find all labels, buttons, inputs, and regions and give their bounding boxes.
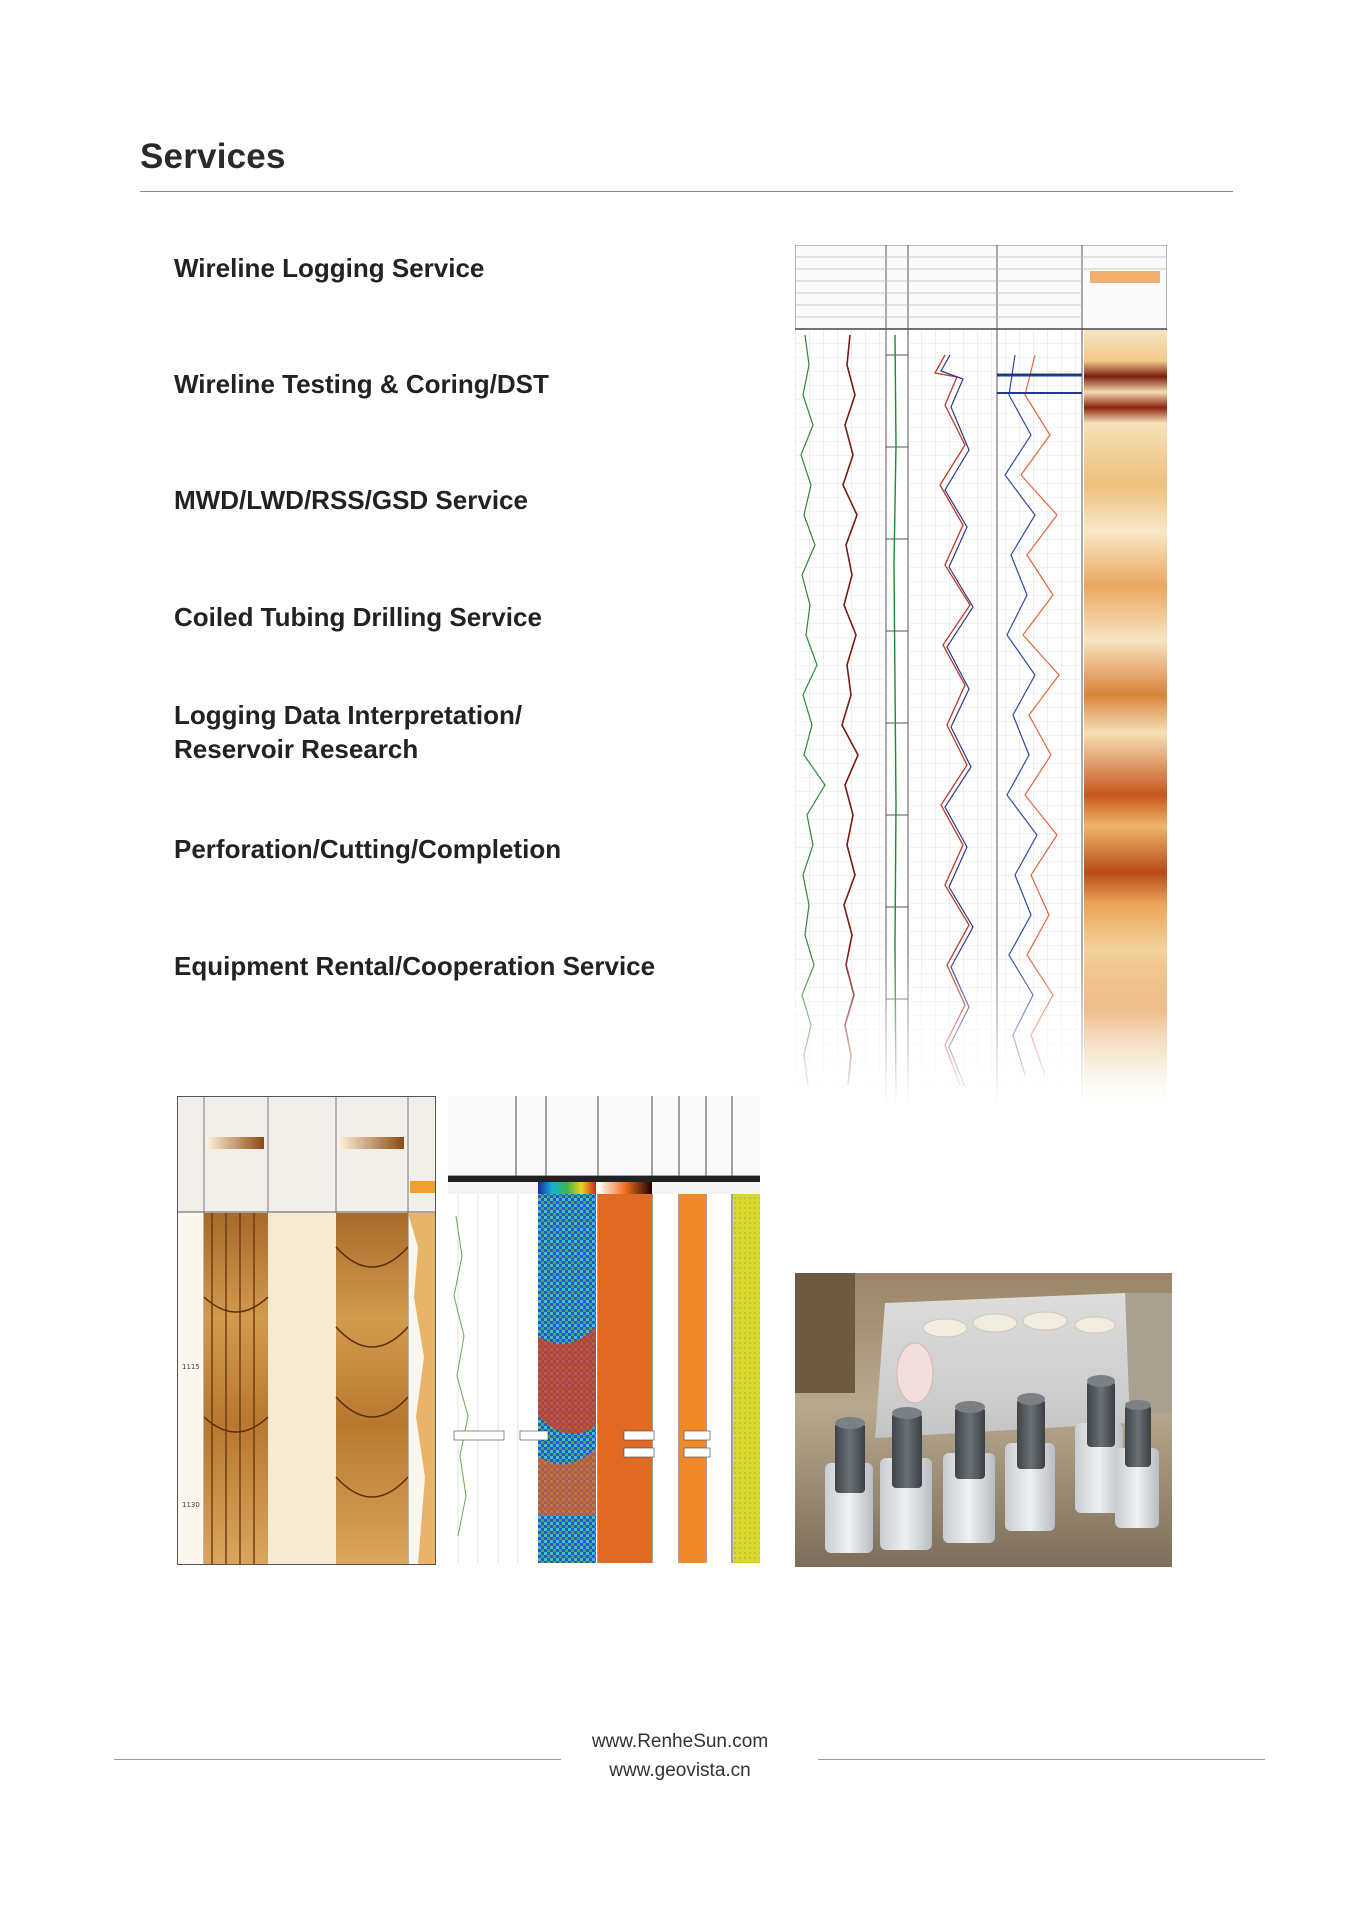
service-label: Wireline Logging Service <box>174 253 485 283</box>
service-item-coiled-tubing: Coiled Tubing Drilling Service <box>174 600 542 634</box>
borehole-image-log: 1115 1130 <box>177 1096 436 1565</box>
service-item-equipment-rental: Equipment Rental/Cooperation Service <box>174 949 655 983</box>
service-label: Coiled Tubing Drilling Service <box>174 602 542 632</box>
service-item-wireline-testing: Wireline Testing & Coring/DST <box>174 367 549 401</box>
service-label: Reservoir Research <box>174 734 419 764</box>
service-item-wireline-logging: Wireline Logging Service <box>174 251 484 285</box>
page-title: Services <box>140 137 286 176</box>
service-label: MWD/LWD/RSS/GSD Service <box>174 485 528 515</box>
title-divider <box>140 191 1233 192</box>
footer-link-geovista[interactable]: www.geovista.cn <box>609 1760 751 1781</box>
svg-text:1115: 1115 <box>182 1363 200 1371</box>
service-label: Wireline Testing & Coring/DST <box>174 369 549 399</box>
well-log-plot-image <box>795 245 1167 1105</box>
service-label: Logging Data Interpretation/ <box>174 700 523 730</box>
service-item-perforation: Perforation/Cutting/Completion <box>174 832 561 866</box>
footer-link-renhesun[interactable]: www.RenheSun.com <box>591 1731 769 1752</box>
service-item-mwd-lwd: MWD/LWD/RSS/GSD Service <box>174 483 528 517</box>
core-samples-photo <box>795 1273 1172 1567</box>
service-label: Perforation/Cutting/Completion <box>174 834 562 864</box>
service-label: Equipment Rental/Cooperation Service <box>174 951 656 981</box>
footer-rule-right <box>818 1759 1265 1760</box>
footer-rule-left <box>114 1759 561 1760</box>
service-item-data-interpretation: Logging Data Interpretation/ Reservoir R… <box>174 698 522 766</box>
svg-text:1130: 1130 <box>182 1501 200 1509</box>
cement-evaluation-log <box>448 1096 760 1563</box>
